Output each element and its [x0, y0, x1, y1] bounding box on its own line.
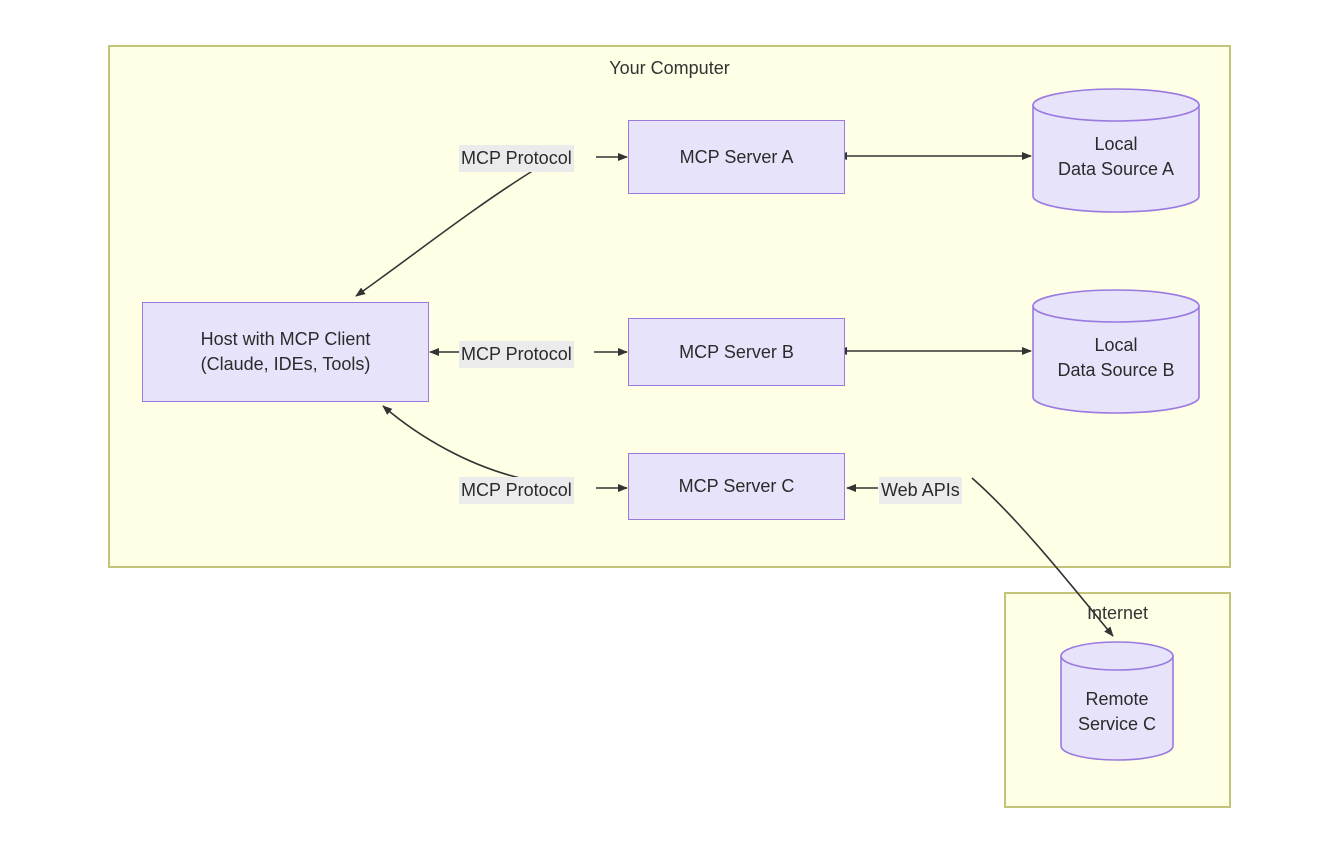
datastore-local-a-label-line2: Data Source A: [1057, 159, 1175, 179]
cylinder-shape-remote-c: [1060, 641, 1174, 761]
cylinder-shape-a: [1032, 88, 1200, 213]
datastore-local-data-source-a[interactable]: Local Data Source A: [1032, 88, 1200, 213]
node-mcp-server-c-label: MCP Server C: [678, 476, 795, 496]
edge-label-web-apis: Web APIs: [879, 477, 962, 504]
group-internet-title: Internet: [1086, 603, 1149, 623]
datastore-local-b-label-line1: Local: [1094, 335, 1138, 355]
node-host-label-line2: (Claude, IDEs, Tools): [200, 354, 371, 374]
cylinder-shape-b: [1032, 289, 1200, 414]
group-your-computer-title: Your Computer: [609, 58, 730, 78]
node-mcp-server-a[interactable]: MCP Server A: [628, 120, 845, 194]
edge-label-mcp-protocol-b: MCP Protocol: [459, 341, 574, 368]
datastore-local-data-source-b[interactable]: Local Data Source B: [1032, 289, 1200, 414]
edge-label-mcp-protocol-c: MCP Protocol: [459, 477, 574, 504]
datastore-local-a-label-line1: Local: [1094, 134, 1138, 154]
datastore-remote-service-c[interactable]: Remote Service C: [1060, 641, 1174, 761]
node-mcp-server-b[interactable]: MCP Server B: [628, 318, 845, 386]
node-host-label-line1: Host with MCP Client: [200, 329, 371, 349]
node-mcp-server-b-label: MCP Server B: [679, 341, 794, 362]
node-mcp-server-a-label: MCP Server A: [679, 146, 794, 167]
datastore-remote-c-label-line2: Service C: [1077, 714, 1157, 734]
datastore-local-b-label-line2: Data Source B: [1057, 360, 1175, 380]
edge-label-mcp-protocol-a: MCP Protocol: [459, 145, 574, 172]
node-host-with-mcp-client[interactable]: Host with MCP Client (Claude, IDEs, Tool…: [142, 302, 429, 402]
datastore-remote-c-label-line1: Remote: [1085, 689, 1149, 709]
node-mcp-server-c[interactable]: MCP Server C: [628, 453, 845, 520]
